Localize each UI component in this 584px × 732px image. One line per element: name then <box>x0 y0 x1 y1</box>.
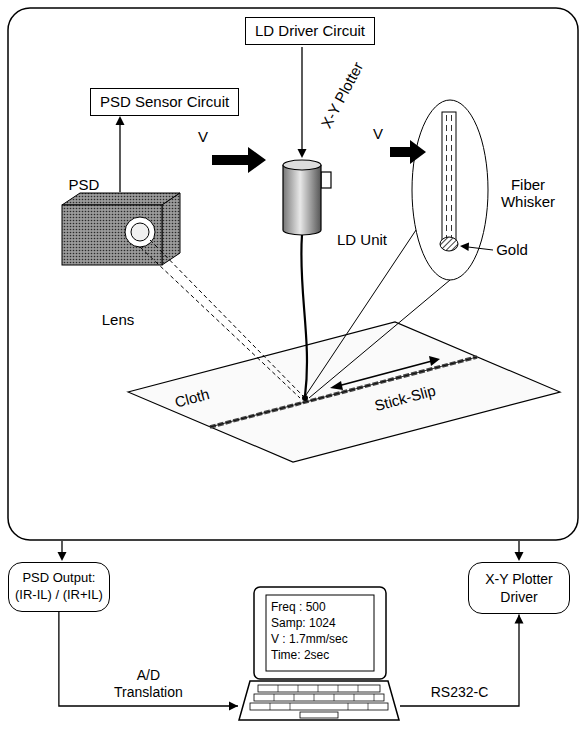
psd-block <box>62 193 180 265</box>
connector-line <box>400 614 519 706</box>
motion-arrow <box>390 140 426 164</box>
yarn <box>210 357 477 427</box>
yarn-core <box>210 357 477 427</box>
screen-readout: Freq : 500Samp: 1024V : 1.7mm/secTime: 2… <box>271 599 371 663</box>
velocity-label: V <box>198 128 208 145</box>
box-text: X-Y Plotter Driver <box>475 570 563 606</box>
box-text: LD Driver Circuit <box>255 22 365 40</box>
edge-label: RS232-C <box>429 684 491 701</box>
panel-arrows <box>58 541 524 561</box>
edge-label: A/D Translation <box>104 667 192 701</box>
circuit-box: PSD Sensor Circuit <box>90 88 239 116</box>
arrowhead <box>515 614 524 623</box>
ld-unit <box>283 160 331 235</box>
velocity-label: V <box>373 125 383 142</box>
part-label: Gold <box>496 241 528 258</box>
drive-arrow <box>298 47 307 158</box>
fiber-tip <box>302 395 308 401</box>
part-label: PSD <box>69 176 100 193</box>
motion-arrow <box>212 147 266 173</box>
driver-box: X-Y Plotter Driver <box>468 562 570 614</box>
inset-callout <box>306 100 488 398</box>
axis-label: X-Y Plotter <box>317 59 366 131</box>
circuit-box: LD Driver Circuit <box>245 17 375 45</box>
cloth-sheet <box>128 322 560 462</box>
connector <box>400 614 524 706</box>
part-label: LD Unit <box>337 231 387 248</box>
box-text: Time: 2sec <box>271 647 371 663</box>
setup-panel <box>8 8 578 540</box>
fiber-cable <box>301 235 307 396</box>
box-text: Freq : 500 <box>271 599 371 615</box>
output-box: PSD Output:(IR-IL) / (IR+IL) <box>8 562 110 612</box>
arrowhead <box>229 702 238 711</box>
connector <box>59 612 238 711</box>
part-label: Fiber Whisker <box>495 176 561 211</box>
box-text: Samp: 1024 <box>271 615 371 631</box>
box-text: PSD Sensor Circuit <box>100 93 229 111</box>
laptop: Freq : 500Samp: 1024V : 1.7mm/secTime: 2… <box>238 586 400 724</box>
gold-leader <box>460 243 493 252</box>
box-text: (IR-IL) / (IR+IL) <box>15 587 103 604</box>
box-text: V : 1.7mm/sec <box>271 631 371 647</box>
part-label: Lens <box>102 311 135 328</box>
connector-line <box>59 612 238 706</box>
signal-arrow <box>116 116 125 192</box>
fiber-whisker-inset <box>440 112 458 251</box>
box-text: PSD Output: <box>15 570 103 587</box>
optical-path <box>140 240 303 398</box>
